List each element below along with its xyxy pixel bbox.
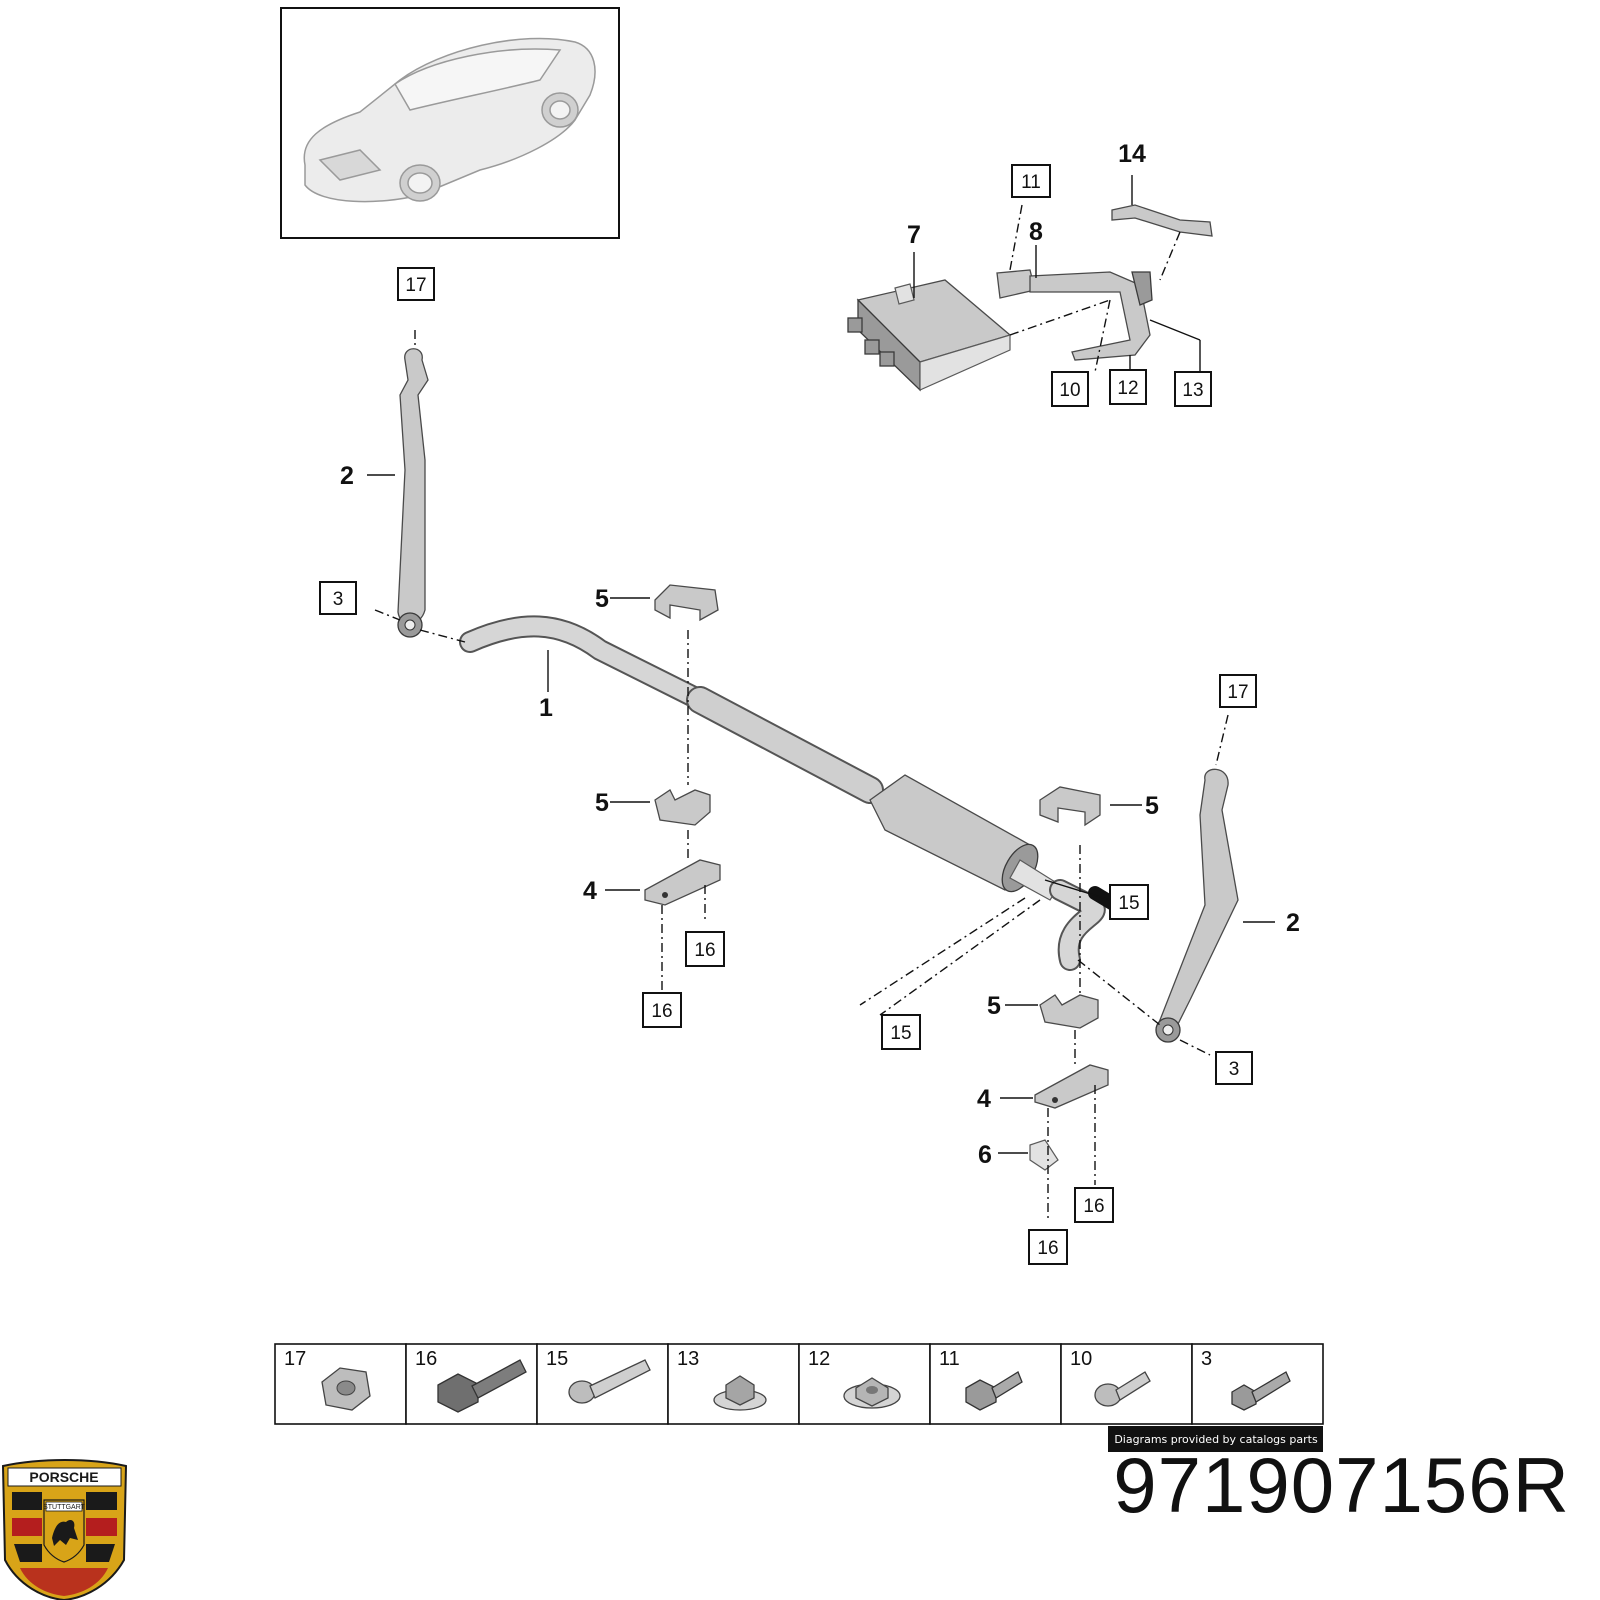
svg-text:16: 16 bbox=[1037, 1238, 1058, 1259]
svg-text:17: 17 bbox=[1227, 682, 1248, 703]
crest-antlers-right bbox=[86, 1492, 117, 1562]
rubber-mount-lower-left bbox=[654, 789, 711, 826]
svg-text:17: 17 bbox=[284, 1348, 306, 1370]
legend-cell-12: 12 bbox=[798, 1343, 931, 1425]
car-illustration bbox=[303, 37, 596, 203]
svg-text:16: 16 bbox=[651, 1001, 672, 1022]
svg-text:3: 3 bbox=[1229, 1059, 1240, 1080]
svg-text:12: 12 bbox=[1117, 378, 1138, 399]
rubber-mount-upper-right bbox=[1039, 786, 1101, 827]
legend-cell-10: 10 bbox=[1060, 1343, 1193, 1425]
svg-text:16: 16 bbox=[415, 1348, 437, 1370]
callout-11: 11 bbox=[1011, 164, 1051, 198]
weld-nut-icon bbox=[713, 1375, 767, 1411]
coupling-link-left bbox=[397, 348, 429, 638]
svg-text:13: 13 bbox=[1182, 380, 1203, 401]
support-strap bbox=[1111, 204, 1213, 237]
callout-12: 12 bbox=[1109, 369, 1147, 405]
rubber-mount-lower-right bbox=[1039, 994, 1099, 1029]
svg-text:15: 15 bbox=[1118, 893, 1139, 914]
svg-text:17: 17 bbox=[405, 275, 426, 296]
callout-2-right: 2 bbox=[1286, 909, 1300, 937]
callout-17-left: 17 bbox=[397, 267, 435, 301]
washer bbox=[1029, 1139, 1059, 1171]
vehicle-thumbnail bbox=[280, 7, 620, 239]
svg-text:12: 12 bbox=[808, 1348, 830, 1370]
hex-bolt-icon bbox=[437, 1359, 527, 1413]
svg-text:13: 13 bbox=[677, 1348, 699, 1370]
callout-8: 8 bbox=[1029, 218, 1043, 246]
legend-cell-16: 16 bbox=[405, 1343, 538, 1425]
torx-bolt-icon bbox=[568, 1359, 651, 1404]
coupling-link-right bbox=[1155, 768, 1239, 1043]
callout-17-right: 17 bbox=[1219, 674, 1257, 708]
svg-text:3: 3 bbox=[333, 589, 344, 610]
callout-10: 10 bbox=[1051, 371, 1089, 407]
credit-text: Diagrams provided by catalogs parts bbox=[1114, 1433, 1318, 1446]
callout-4-right: 4 bbox=[977, 1085, 991, 1113]
leader-lines bbox=[367, 175, 1275, 1154]
legend-cell-11: 11 bbox=[929, 1343, 1062, 1425]
callout-14: 14 bbox=[1118, 140, 1146, 168]
clamp-left bbox=[644, 859, 721, 906]
credit-bar: Diagrams provided by catalogs parts bbox=[1108, 1426, 1323, 1452]
mounting-bracket bbox=[996, 269, 1153, 361]
svg-text:15: 15 bbox=[546, 1348, 568, 1370]
logo-brand: PORSCHE bbox=[29, 1469, 98, 1485]
callout-3-right: 3 bbox=[1215, 1051, 1253, 1085]
callout-3-left: 3 bbox=[319, 581, 357, 615]
rubber-mount-upper-left bbox=[654, 584, 719, 622]
porsche-crest-logo: PORSCHE STUTTGART bbox=[1, 1459, 128, 1600]
callout-15-upper: 15 bbox=[1109, 884, 1149, 920]
callout-5-lower-right: 5 bbox=[987, 992, 1001, 1020]
legend-cell-15: 15 bbox=[536, 1343, 669, 1425]
callouts: 1 2 2 3 3 4 4 5 5 5 5 6 7 8 10 11 12 bbox=[319, 140, 1300, 1265]
legend-cell-3: 3 bbox=[1191, 1343, 1324, 1425]
torx-bolt-icon bbox=[1094, 1371, 1151, 1407]
callout-5-upper-left: 5 bbox=[595, 585, 609, 613]
callout-16-right-inner: 16 bbox=[1074, 1187, 1114, 1223]
legend-cell-17: 17 bbox=[274, 1343, 407, 1425]
svg-text:3: 3 bbox=[1201, 1348, 1212, 1370]
logo-city: STUTTGART bbox=[43, 1504, 86, 1511]
callout-5-upper-right: 5 bbox=[1145, 792, 1159, 820]
callout-15-lower: 15 bbox=[881, 1014, 921, 1050]
hex-bolt-icon bbox=[1231, 1371, 1291, 1411]
callout-6: 6 bbox=[978, 1141, 992, 1169]
hex-bolt-icon bbox=[965, 1371, 1023, 1411]
crest-center-shield: STUTTGART bbox=[43, 1499, 86, 1563]
svg-text:16: 16 bbox=[1083, 1196, 1104, 1217]
horse-icon bbox=[52, 1520, 78, 1546]
callout-1: 1 bbox=[539, 694, 553, 722]
svg-text:10: 10 bbox=[1059, 380, 1080, 401]
control-module bbox=[847, 279, 1012, 392]
clamp-right bbox=[1034, 1064, 1109, 1109]
fastener-legend: 17 16 15 13 bbox=[274, 1343, 1324, 1425]
callout-16-left-outer: 16 bbox=[642, 992, 682, 1028]
flange-nut-icon bbox=[843, 1377, 901, 1409]
svg-text:10: 10 bbox=[1070, 1348, 1092, 1370]
callout-13: 13 bbox=[1174, 371, 1212, 407]
svg-text:16: 16 bbox=[694, 940, 715, 961]
flange-nut-icon bbox=[321, 1367, 371, 1411]
callout-7: 7 bbox=[907, 221, 921, 249]
crest-antlers-left bbox=[12, 1492, 42, 1562]
svg-text:11: 11 bbox=[1021, 172, 1041, 193]
callout-16-right-outer: 16 bbox=[1028, 1229, 1068, 1265]
callout-5-lower-left: 5 bbox=[595, 789, 609, 817]
callout-16-left-inner: 16 bbox=[685, 931, 725, 967]
stabilizer-actuator bbox=[869, 774, 1061, 901]
callout-2-left: 2 bbox=[340, 462, 354, 490]
legend-cell-13: 13 bbox=[667, 1343, 800, 1425]
dash-lines bbox=[374, 204, 1229, 1220]
svg-text:15: 15 bbox=[890, 1023, 911, 1044]
stabilizer-bar bbox=[459, 615, 1122, 971]
svg-text:11: 11 bbox=[939, 1348, 960, 1370]
callout-4-left: 4 bbox=[583, 877, 597, 905]
part-number: 971907156R bbox=[1113, 1441, 1570, 1529]
